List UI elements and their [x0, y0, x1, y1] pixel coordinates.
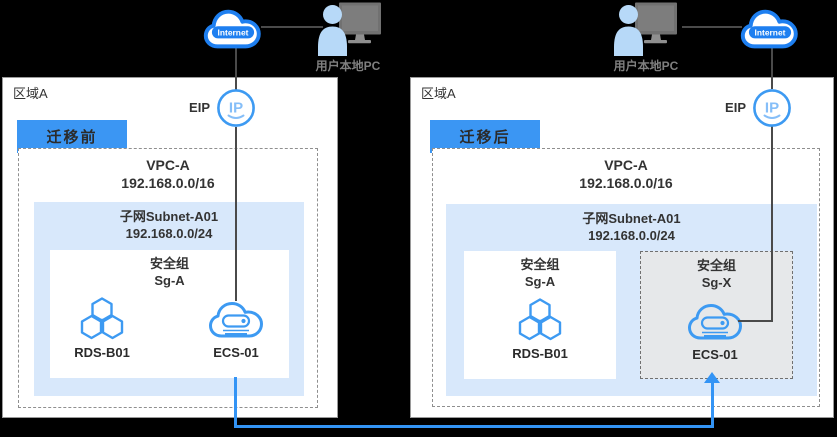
rds-icon	[80, 297, 124, 340]
line-eip-to-ecs-left	[235, 127, 237, 301]
internet-label: Internet	[755, 27, 786, 37]
vpc-name: VPC-A	[604, 157, 648, 173]
subnet-name: 子网Subnet-A01	[582, 211, 681, 226]
sg-name: Sg-X	[701, 275, 732, 290]
migration-flow-line-down	[234, 377, 237, 428]
ecs-icon	[209, 302, 263, 338]
subnet-box: 子网Subnet-A01 192.168.0.0/24 安全组 Sg-A RDS…	[34, 202, 304, 396]
migration-flow-arrowhead	[704, 372, 720, 383]
vpc-box: VPC-A 192.168.0.0/16 子网Subnet-A01 192.16…	[18, 148, 318, 408]
vpc-title: VPC-A 192.168.0.0/16	[433, 156, 819, 192]
region-label: 区域A	[13, 86, 48, 101]
region-label: 区域A	[421, 86, 456, 101]
rds-icon	[518, 298, 562, 341]
panel-after-migration: 区域A 迁移后 VPC-A 192.168.0.0/16 子网Subnet-A0…	[410, 77, 834, 418]
line-eip-to-ecs-right	[738, 320, 773, 322]
eip-label: EIP	[189, 100, 210, 115]
security-group-title: 安全组 Sg-A	[50, 255, 289, 289]
subnet-cidr: 192.168.0.0/24	[125, 226, 213, 241]
vpc-cidr: 192.168.0.0/16	[579, 175, 673, 191]
user-pc-icon	[614, 2, 677, 56]
vpc-name: VPC-A	[146, 157, 190, 173]
sg-name: Sg-A	[154, 273, 185, 288]
migration-flow-line-across	[234, 425, 714, 428]
subnet-title: 子网Subnet-A01 192.168.0.0/24	[446, 210, 817, 244]
eip-label: EIP	[725, 100, 746, 115]
security-group-sgx-box: 安全组 Sg-X ECS-01	[640, 251, 793, 379]
eip-icon: IP	[753, 89, 791, 127]
rds-label: RDS-B01	[512, 346, 568, 361]
line-eip-down-right	[771, 126, 773, 322]
badge-before-migration: 迁移前	[17, 120, 127, 153]
subnet-cidr: 192.168.0.0/24	[588, 228, 675, 243]
ecs-icon	[688, 304, 742, 340]
line-internet-to-pc-left	[261, 26, 323, 28]
sg-name: Sg-A	[524, 274, 556, 289]
user-pc-label: 用户本地PC	[315, 59, 381, 73]
line-internet-to-eip-left	[235, 48, 237, 90]
internet-cloud-icon: Internet	[203, 9, 261, 49]
subnet-name: 子网Subnet-A01	[119, 209, 219, 224]
eip-icon: IP	[217, 89, 255, 127]
sg-title: 安全组	[149, 256, 189, 271]
sg-title: 安全组	[520, 257, 560, 272]
line-pc-to-internet-right	[682, 26, 742, 28]
internet-cloud-icon: Internet	[740, 9, 798, 49]
panel-before-migration: 区域A 迁移前 VPC-A 192.168.0.0/16 子网Subnet-A0…	[2, 77, 338, 418]
vpc-box: VPC-A 192.168.0.0/16 子网Subnet-A01 192.16…	[432, 148, 820, 407]
migration-flow-line-up	[711, 383, 714, 428]
ecs-label: ECS-01	[213, 345, 259, 360]
line-internet-to-eip-right	[771, 48, 773, 89]
security-group-title: 安全组 Sg-X	[641, 257, 792, 291]
vpc-title: VPC-A 192.168.0.0/16	[19, 156, 317, 192]
vpc-cidr: 192.168.0.0/16	[121, 175, 215, 191]
eip-icon-text: IP	[765, 100, 779, 117]
user-pc-icon	[318, 2, 381, 56]
subnet-box: 子网Subnet-A01 192.168.0.0/24 安全组 Sg-A RDS…	[446, 204, 817, 396]
security-group-title: 安全组 Sg-A	[464, 256, 616, 290]
eip-icon-text: IP	[229, 100, 243, 117]
rds-label: RDS-B01	[74, 345, 130, 360]
security-group-sga-box: 安全组 Sg-A RDS-B01	[464, 251, 616, 379]
sg-title: 安全组	[696, 258, 736, 273]
subnet-title: 子网Subnet-A01 192.168.0.0/24	[34, 208, 304, 242]
ecs-label: ECS-01	[692, 347, 738, 362]
badge-after-migration: 迁移后	[430, 120, 540, 153]
internet-label: Internet	[218, 27, 249, 37]
security-group-sga-box: 安全组 Sg-A RDS-B01	[50, 250, 289, 378]
user-pc-label: 用户本地PC	[613, 59, 679, 73]
